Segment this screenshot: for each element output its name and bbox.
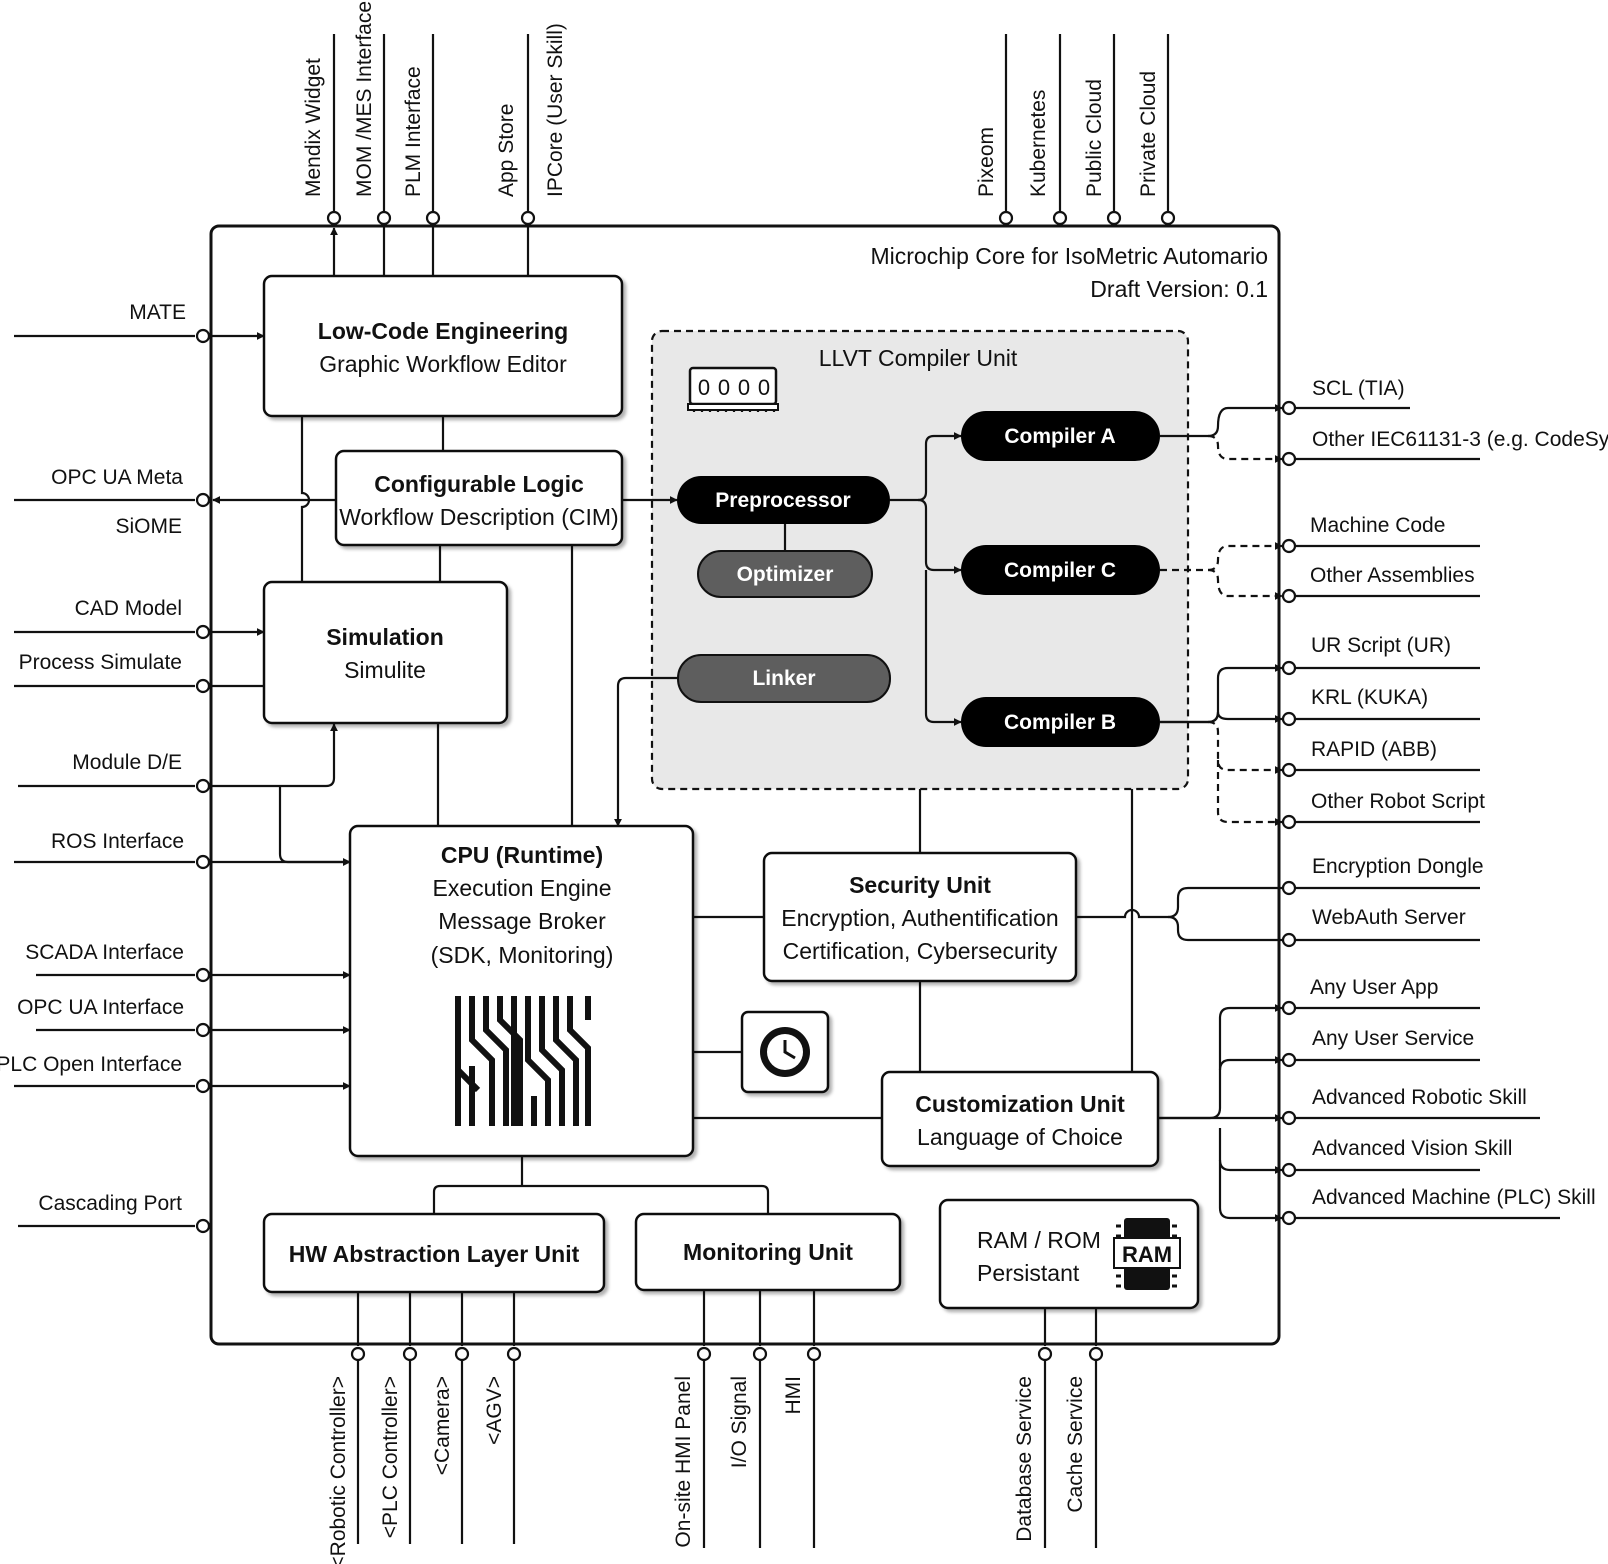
optimizer-pill [697,550,873,598]
port-label-encryption-dongle: Encryption Dongle [1312,855,1484,878]
port-label-robotic-controller: <Robotic Controller> [327,1376,350,1564]
port-label-mendix: Mendix Widget [302,58,325,197]
low-code-engineering-block [262,274,624,418]
monitoring-title: Monitoring Unit [683,1239,853,1265]
port-label-vision-skill: Advanced Vision Skill [1312,1137,1512,1160]
preprocessor-pill [677,476,890,524]
port-label-hmi-panel: On-site HMI Panel [672,1376,695,1548]
port-label-plc-controller: <PLC Controller> [379,1376,402,1538]
port-label-ros: ROS Interface [51,830,184,853]
port-label-kubernetes: Kubernetes [1027,90,1050,197]
port-label-plm: PLM Interface [402,66,425,197]
security-unit-block [762,851,1078,983]
ram-chip-label: RAM [1122,1242,1172,1267]
ram-title: RAM / ROM [977,1227,1101,1253]
port-label-iec: Other IEC61131-3 (e.g. CodeSys) [1312,428,1608,451]
port-label-scada: SCADA Interface [25,941,184,964]
preprocessor-label: Preprocessor [715,489,850,512]
simulation-subtitle: Simulite [344,657,426,683]
cpu-line1: Execution Engine [432,875,611,901]
chip-version: Draft Version: 0.1 [1090,276,1268,302]
port-label-webauth: WebAuth Server [1312,906,1466,929]
optimizer-label: Optimizer [737,563,834,586]
port-label-robotic-skill: Advanced Robotic Skill [1312,1086,1527,1109]
port-label-plc-open: PLC Open Interface [0,1053,182,1076]
ram-subtitle: Persistant [977,1260,1080,1286]
port-label-pixeom: Pixeom [975,127,998,197]
low-code-title: Low-Code Engineering [318,318,568,344]
port-label-mate: MATE [129,301,186,324]
port-label-siome: SiOME [115,515,182,538]
cpu-runtime-block [348,824,695,1158]
cpu-title: CPU (Runtime) [441,842,603,868]
chip-title: Microchip Core for IsoMetric Automario [870,243,1268,269]
port-label-machine-code: Machine Code [1310,514,1445,537]
port-label-agv: <AGV> [483,1376,506,1445]
memory-digit: 0 [698,375,710,400]
customization-subtitle: Language of Choice [917,1124,1123,1150]
hal-title: HW Abstraction Layer Unit [289,1241,580,1267]
port-label-krl: KRL (KUKA) [1311,686,1428,709]
low-code-subtitle: Graphic Workflow Editor [319,351,567,377]
compiler-unit-title: LLVT Compiler Unit [819,345,1018,371]
compiler-c-label: Compiler C [1004,559,1116,582]
port-label-hmi: HMI [782,1376,805,1415]
port-label-other-robot: Other Robot Script [1311,790,1485,813]
port-label-scl: SCL (TIA) [1312,377,1405,400]
port-label-rapid: RAPID (ABB) [1311,738,1437,761]
cpu-line2: Message Broker [438,908,606,934]
security-title: Security Unit [849,872,991,898]
cpu-line3: (SDK, Monitoring) [431,942,614,968]
port-label-io-signal: I/O Signal [728,1376,751,1468]
port-label-ur-script: UR Script (UR) [1311,634,1451,657]
circuit-pattern-icon [455,996,591,1126]
monitoring-unit-block [634,1212,902,1292]
port-label-opc-ua-meta: OPC UA Meta [51,466,183,489]
compiler-a-label: Compiler A [1004,425,1115,448]
compiler-b-pill [961,697,1160,747]
ram-chip-icon: RAM [1113,1218,1181,1290]
port-label-cache: Cache Service [1064,1376,1087,1513]
security-line1: Encryption, Authentification [781,905,1058,931]
compiler-a-pill [961,411,1160,461]
port-label-process-simulate: Process Simulate [19,651,182,674]
port-label-mom-mes: MOM /MES Interface [353,1,376,197]
port-label-database: Database Service [1013,1376,1036,1542]
simulation-title: Simulation [326,624,444,650]
memory-module-icon: 0 0 0 0 [687,366,779,412]
clock-icon [760,1027,810,1077]
port-label-module: Module D/E [72,751,182,774]
simulation-block [262,580,509,725]
customization-unit-block [880,1070,1160,1168]
port-label-camera: <Camera> [431,1376,454,1475]
linker-pill [677,654,891,703]
port-label-user-app: Any User App [1310,976,1438,999]
security-line2: Certification, Cybersecurity [783,938,1058,964]
port-pins [195,210,1297,1362]
port-label-user-service: Any User Service [1312,1027,1474,1050]
compiler-b-label: Compiler B [1004,711,1116,734]
port-label-public-cloud: Public Cloud [1083,79,1106,197]
memory-digit: 0 [738,375,750,400]
configurable-logic-title: Configurable Logic [374,471,584,497]
port-label-machine-skill: Advanced Machine (PLC) Skill [1312,1186,1596,1209]
port-label-cad-model: CAD Model [75,597,182,620]
port-label-cascading: Cascading Port [38,1192,182,1215]
configurable-logic-subtitle: Workflow Description (CIM) [339,504,618,530]
port-label-opc-ua: OPC UA Interface [17,996,184,1019]
port-label-app-store: App Store [495,104,518,197]
compiler-c-pill [961,545,1160,595]
hw-abstraction-layer-block [262,1212,606,1294]
linker-label: Linker [752,667,815,690]
customization-title: Customization Unit [915,1091,1125,1117]
memory-digit: 0 [718,375,730,400]
port-label-ipcore: IPCore (User Skill) [544,23,567,197]
configurable-logic-block [334,449,624,547]
memory-digit: 0 [758,375,770,400]
port-label-private-cloud: Private Cloud [1137,71,1160,197]
port-label-other-assemblies: Other Assemblies [1310,564,1475,587]
